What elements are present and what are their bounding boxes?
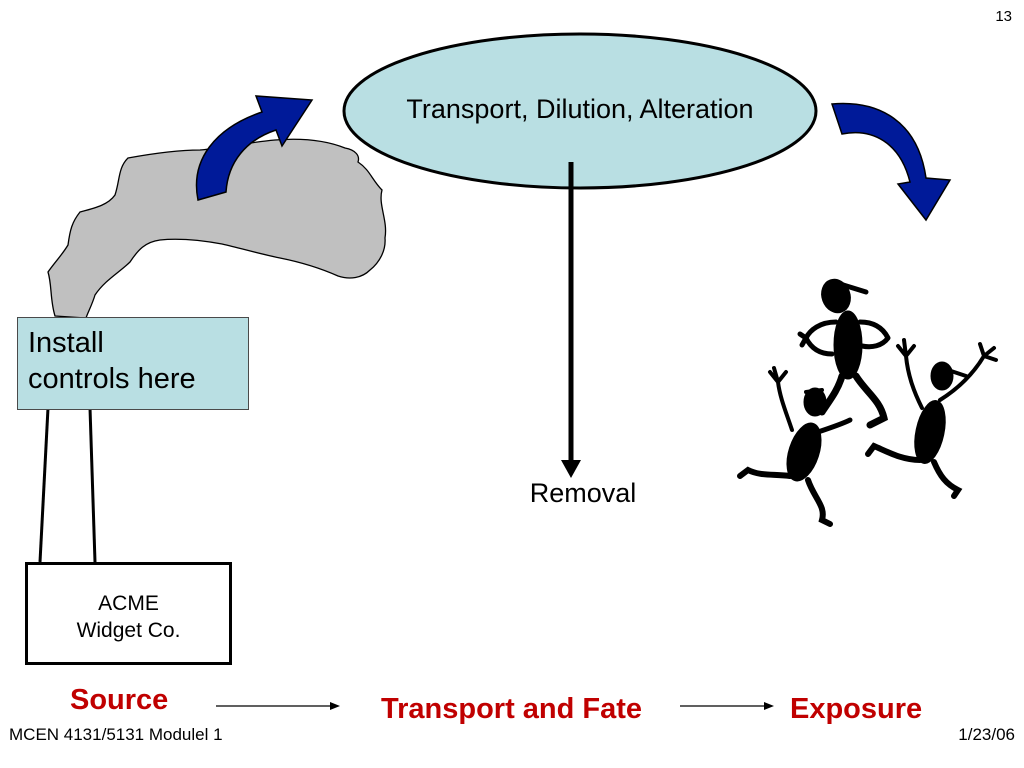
- control-box-line2: controls here: [28, 363, 196, 395]
- process-label: Transport, Dilution, Alteration: [406, 94, 754, 124]
- process-ellipse: [342, 32, 818, 190]
- control-box: [17, 317, 249, 410]
- factory-box: [25, 562, 232, 665]
- curved-arrow-up-right-icon: [195, 95, 314, 201]
- factory-line2: Widget Co.: [76, 619, 181, 642]
- chimney-right-wall: [88, 407, 97, 563]
- factory-line1: ACME: [98, 592, 159, 615]
- control-box-text: Install controls here: [28, 325, 196, 397]
- smoke-plume-icon: [47, 138, 387, 319]
- right-arrow-icon: [330, 702, 340, 710]
- down-arrow-icon: [561, 460, 581, 478]
- control-box-line1: Install: [28, 327, 104, 359]
- flow-transport-label: Transport and Fate: [381, 693, 643, 725]
- factory-label: ACME Widget Co.: [25, 590, 232, 644]
- footer-course: MCEN 4131/5131 Modulel 1: [9, 725, 223, 744]
- footer-date: 1/23/06: [958, 725, 1015, 744]
- right-arrow-icon: [764, 702, 774, 710]
- flow-source-label: Source: [70, 684, 169, 716]
- slide-number: 13: [995, 8, 1012, 25]
- removal-label: Removal: [529, 478, 637, 508]
- dancing-people-clipart-icon: [737, 278, 998, 527]
- chimney-left-wall: [38, 407, 50, 563]
- curved-arrow-down-right-icon: [830, 102, 952, 222]
- flow-exposure-label: Exposure: [790, 693, 923, 725]
